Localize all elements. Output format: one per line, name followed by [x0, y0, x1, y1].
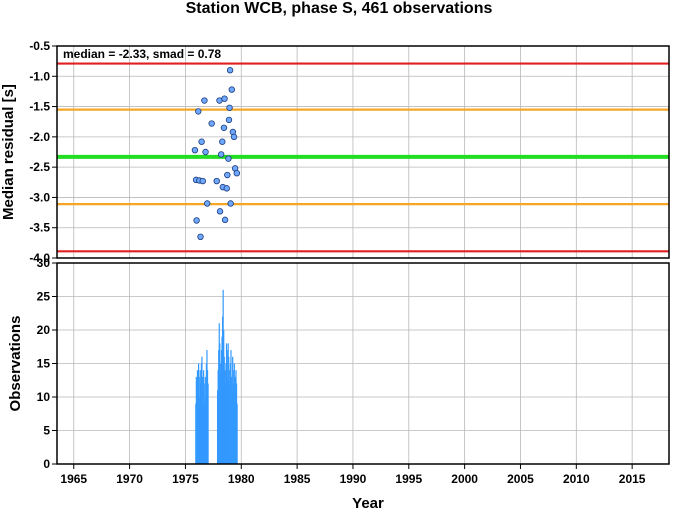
bottom-y-tick-label: 20	[37, 323, 51, 337]
x-tick-label: 2000	[451, 472, 478, 486]
x-tick-label: 2005	[507, 472, 534, 486]
data-point	[197, 233, 204, 240]
top-panel-reference-lines	[57, 62, 669, 253]
data-point	[220, 124, 228, 131]
top-panel-frame	[56, 45, 670, 259]
bottom-y-axis-label: Observations	[7, 316, 24, 412]
bottom-y-tick-label: 30	[37, 256, 51, 270]
top-y-tick-label: -4.0	[29, 251, 50, 265]
data-point	[224, 171, 231, 179]
x-tick-label: 1995	[395, 472, 422, 486]
top-y-tick-label: -2.0	[29, 130, 50, 144]
bottom-y-tick-label: 10	[37, 390, 51, 404]
bottom-y-tick-label: 0	[43, 457, 50, 471]
histogram-bar	[236, 403, 238, 464]
data-point	[225, 116, 233, 124]
data-point	[226, 67, 234, 74]
histogram-bar	[207, 383, 209, 464]
data-point	[193, 217, 200, 224]
data-point	[213, 177, 220, 185]
data-point	[230, 133, 238, 141]
top-y-tick-label: -3.0	[29, 190, 50, 204]
median-smad-annotation: median = -2.33, smad = 0.78	[63, 47, 221, 61]
data-point	[225, 155, 232, 162]
top-y-tick-label: -1.5	[29, 100, 50, 114]
x-tick-label: 2015	[619, 472, 646, 486]
data-point	[201, 97, 208, 104]
x-tick-label: 1980	[228, 472, 255, 486]
data-point	[216, 208, 224, 215]
data-point	[198, 138, 205, 145]
top-y-axis-label: Median residual [s]	[0, 84, 17, 220]
top-y-tick-label: -1.0	[29, 69, 50, 83]
data-point	[195, 108, 202, 115]
bottom-y-tick-label: 25	[37, 290, 51, 304]
data-point	[233, 169, 241, 177]
top-y-tick-label: -0.5	[29, 39, 50, 53]
bottom-panel-grid	[57, 262, 669, 465]
bottom-y-tick-label: 15	[37, 357, 51, 371]
data-point	[217, 151, 225, 158]
data-point	[191, 146, 199, 154]
data-point	[227, 200, 234, 207]
data-point	[221, 216, 229, 224]
chart-title: Station WCB, phase S, 461 observations	[185, 0, 493, 17]
data-point	[223, 185, 230, 192]
bottom-panel-y-ticks: 0 5 10 15 20 25 30	[37, 256, 57, 471]
data-point	[204, 200, 211, 207]
data-point	[208, 120, 215, 127]
x-tick-label: 2010	[563, 472, 590, 486]
x-tick-label: 1985	[284, 472, 311, 486]
x-tick-label: 1965	[60, 472, 87, 486]
x-tick-label: 1990	[340, 472, 367, 486]
data-point	[228, 86, 235, 93]
top-panel-points	[191, 67, 241, 240]
top-panel-y-ticks: -0.5 -1.0 -1.5 -2.0 -2.5 -3.0 -3.5 -4.0	[29, 39, 57, 265]
data-point	[202, 148, 209, 156]
data-point	[221, 95, 228, 102]
bottom-panel-x-ticks: 1965 1970 1975 1980 1985 1990 1995 2000 2005 2010…	[60, 464, 646, 486]
data-point	[226, 104, 233, 111]
top-panel-grid	[57, 45, 669, 259]
top-y-tick-label: -3.5	[29, 221, 50, 235]
data-point	[199, 177, 206, 185]
top-y-tick-label: -2.5	[29, 160, 50, 174]
bottom-y-tick-label: 5	[43, 424, 50, 438]
x-tick-label: 1970	[116, 472, 143, 486]
data-point	[219, 138, 226, 145]
x-tick-label: 1975	[172, 472, 199, 486]
bottom-panel-bars	[195, 289, 238, 464]
x-axis-label: Year	[352, 495, 384, 511]
